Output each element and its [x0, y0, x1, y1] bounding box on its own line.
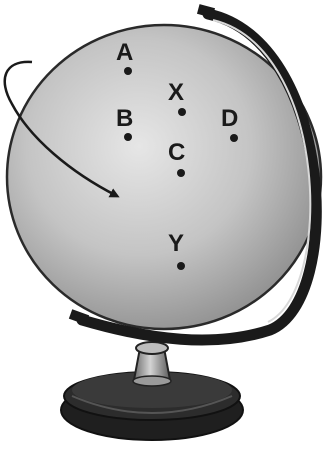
point-label-y: Y [168, 230, 184, 257]
point-label-x: X [168, 79, 184, 106]
point-dot-b [124, 133, 132, 141]
point-label-a: A [116, 39, 133, 66]
stand-neck [133, 342, 171, 386]
point-label-b: B [116, 105, 133, 132]
point-dot-x [178, 108, 186, 116]
point-dot-a [124, 67, 132, 75]
globe-sphere [7, 25, 321, 329]
point-label-d: D [221, 105, 238, 132]
point-dot-y [177, 262, 185, 270]
point-label-c: C [168, 139, 185, 166]
point-dot-c [177, 169, 185, 177]
point-dot-d [230, 134, 238, 142]
